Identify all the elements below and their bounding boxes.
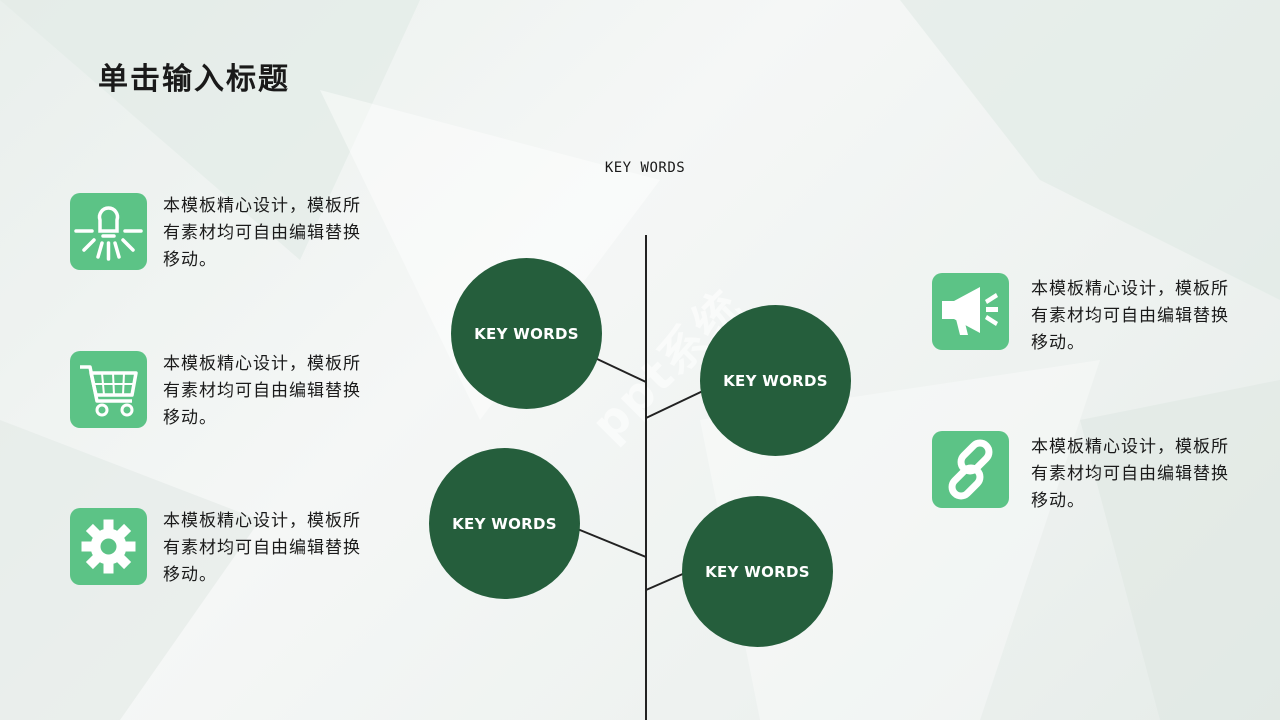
link-icon-box [932, 431, 1009, 508]
gear-icon-box [70, 508, 147, 585]
left-item-3-text: 本模板精心设计，模板所有素材均可自由编辑替换移动。 [163, 511, 361, 585]
slide-title[interactable]: 单击输入标题 [98, 62, 290, 97]
link-icon [948, 439, 993, 500]
megaphone-icon-box [932, 273, 1009, 350]
keyword-circle-1[interactable]: KEY WORDS [451, 258, 602, 409]
megaphone-icon [942, 287, 998, 335]
keyword-circle-2[interactable]: KEY WORDS [700, 305, 851, 456]
lightbulb-icon-box [70, 193, 147, 270]
keyword-circle-3[interactable]: KEY WORDS [429, 448, 580, 599]
right-item-1-text: 本模板精心设计，模板所有素材均可自由编辑替换移动。 [1031, 279, 1229, 353]
left-item-1-text: 本模板精心设计，模板所有素材均可自由编辑替换移动。 [163, 196, 361, 270]
branch-line-3 [574, 527, 647, 558]
shopping-cart-icon [80, 365, 138, 417]
gear-icon [81, 519, 136, 574]
branch-line-1 [594, 357, 647, 383]
branch-line-4 [645, 572, 686, 591]
lightbulb-icon [74, 206, 143, 261]
left-item-2-text: 本模板精心设计，模板所有素材均可自由编辑替换移动。 [163, 354, 361, 428]
shopping-cart-icon-box [70, 351, 147, 428]
keyword-circle-4[interactable]: KEY WORDS [682, 496, 833, 647]
diagram-top-label: KEY WORDS [604, 160, 686, 176]
branch-line-2 [645, 389, 706, 419]
right-item-2-text: 本模板精心设计，模板所有素材均可自由编辑替换移动。 [1031, 437, 1229, 511]
